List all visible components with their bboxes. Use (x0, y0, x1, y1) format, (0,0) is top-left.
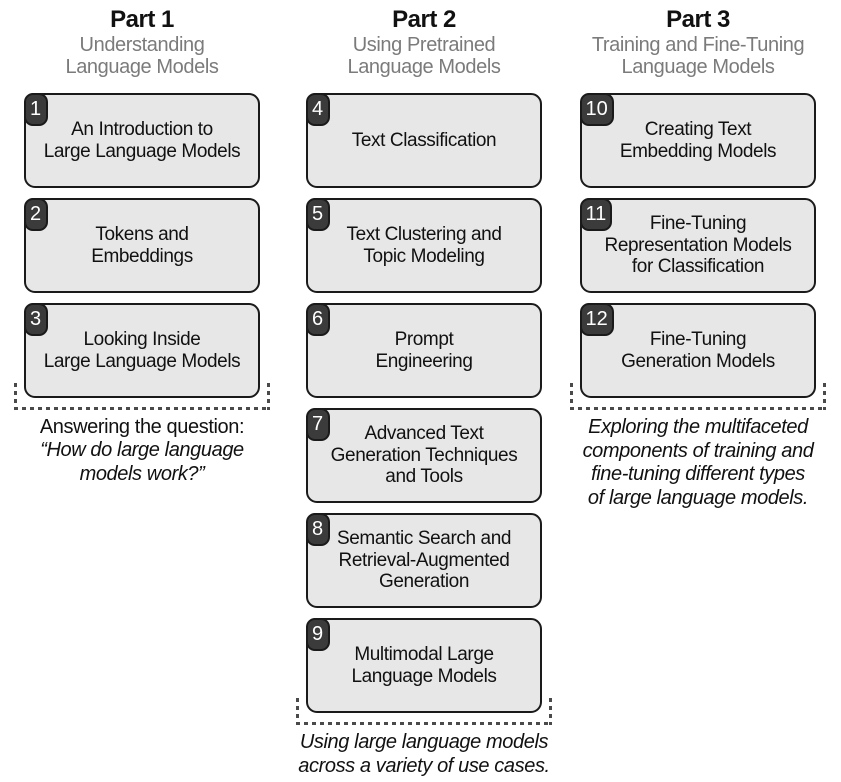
chapter-box-9: 9 Multimodal Large Language Models (305, 617, 542, 713)
part-1-caption-quote: “How do large language models work?” (40, 439, 244, 485)
chapter-number-badge: 12 (579, 302, 614, 336)
chapter-title: Text Classification (351, 129, 497, 151)
part-1-subtitle: Understanding Language Models (65, 34, 219, 79)
chapter-number-badge: 4 (305, 92, 330, 126)
chapter-number-badge: 5 (305, 197, 330, 231)
chapter-box-12: 12 Fine-Tuning Generation Models (579, 302, 816, 398)
chapter-title: Creating Text Embedding Models (619, 118, 777, 162)
chapter-number-badge: 10 (579, 92, 614, 126)
chapter-title: Looking Inside Large Language Models (43, 328, 241, 372)
part-2-subtitle: Using Pretrained Language Models (347, 34, 501, 79)
chapter-box-8: 8 Semantic Search and Retrieval-Augmente… (305, 512, 542, 608)
chapter-box-1: 1 An Introduction to Large Language Mode… (23, 92, 260, 188)
part-1-header: Part 1 Understanding Language Models (14, 0, 270, 93)
chapter-title: Fine-Tuning Representation Models for Cl… (604, 212, 792, 278)
chapter-number-badge: 3 (23, 302, 48, 336)
part-3-caption: Exploring the multifaceted components of… (570, 416, 826, 510)
chapter-box-3: 3 Looking Inside Large Language Models (23, 302, 260, 398)
chapter-number-badge: 1 (23, 92, 48, 126)
chapter-number-badge: 7 (305, 407, 330, 441)
part-1-title: Part 1 (110, 6, 174, 33)
part-1-caption-lead: Answering the question: (39, 416, 245, 438)
chapter-title: Semantic Search and Retrieval-Augmented … (336, 527, 512, 593)
part-3-column: Part 3 Training and Fine-Tuning Language… (570, 0, 826, 510)
chapter-number-badge: 8 (305, 512, 330, 546)
chapter-title: Fine-Tuning Generation Models (621, 328, 775, 372)
chapter-box-11: 11 Fine-Tuning Representation Models for… (579, 197, 816, 293)
chapter-title: Advanced Text Generation Techniques and … (330, 422, 518, 488)
chapter-number-badge: 9 (305, 617, 330, 651)
chapter-title: Text Clustering and Topic Modeling (346, 223, 502, 267)
part-3-caption-text: Exploring the multifaceted components of… (582, 416, 814, 509)
part-3-subtitle: Training and Fine-Tuning Language Models (591, 34, 805, 79)
chapter-title: Prompt Engineering (375, 328, 473, 372)
part-2-title: Part 2 (392, 6, 456, 33)
part-2-column: Part 2 Using Pretrained Language Models … (296, 0, 552, 778)
chapter-title: Tokens and Embeddings (91, 223, 193, 267)
part-3-header: Part 3 Training and Fine-Tuning Language… (570, 0, 826, 93)
part-1-caption: Answering the question: “How do large la… (14, 416, 270, 486)
chapter-box-7: 7 Advanced Text Generation Techniques an… (305, 407, 542, 503)
chapter-box-5: 5 Text Clustering and Topic Modeling (305, 197, 542, 293)
part-1-column: Part 1 Understanding Language Models 1 A… (14, 0, 270, 486)
chapter-box-6: 6 Prompt Engineering (305, 302, 542, 398)
chapter-number-badge: 11 (579, 197, 613, 231)
part-2-header: Part 2 Using Pretrained Language Models (296, 0, 552, 93)
chapter-number-badge: 2 (23, 197, 48, 231)
chapter-box-2: 2 Tokens and Embeddings (23, 197, 260, 293)
part-2-caption-text: Using large language models across a var… (298, 731, 550, 777)
part-3-title: Part 3 (666, 6, 730, 33)
chapter-title: An Introduction to Large Language Models (43, 118, 241, 162)
chapter-box-4: 4 Text Classification (305, 92, 542, 188)
chapter-number-badge: 6 (305, 302, 330, 336)
chapter-box-10: 10 Creating Text Embedding Models (579, 92, 816, 188)
part-2-caption: Using large language models across a var… (296, 731, 552, 778)
chapter-title: Multimodal Large Language Models (351, 643, 497, 687)
